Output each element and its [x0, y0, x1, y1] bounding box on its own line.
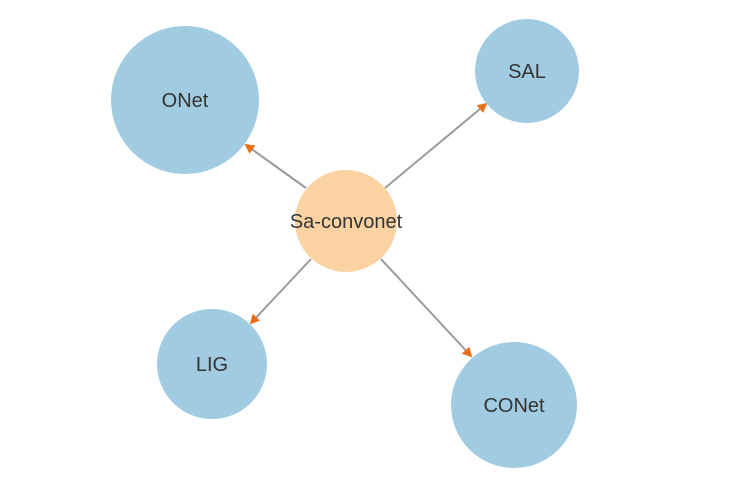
- node-onet-label: ONet: [162, 90, 209, 112]
- node-conet-label: CONet: [483, 395, 545, 417]
- node-sal-label: SAL: [508, 61, 546, 83]
- node-center-circle: [295, 170, 397, 272]
- node-lig-label: LIG: [196, 354, 228, 376]
- node-sal[interactable]: SAL: [475, 19, 579, 123]
- node-conet-circle: [451, 342, 577, 468]
- node-center[interactable]: Sa-convonet: [290, 170, 403, 272]
- node-center-label: Sa-convonet: [290, 211, 403, 233]
- node-lig[interactable]: LIG: [157, 309, 267, 419]
- node-lig-circle: [157, 309, 267, 419]
- node-onet-circle: [111, 26, 259, 174]
- edge-to-conet: [380, 258, 473, 358]
- edge-to-sal: [384, 102, 488, 189]
- node-sal-circle: [475, 19, 579, 123]
- node-onet[interactable]: ONet: [111, 26, 259, 174]
- edges-group: [244, 102, 488, 358]
- node-conet[interactable]: CONet: [451, 342, 577, 468]
- edge-to-lig: [249, 258, 312, 325]
- edge-to-onet: [244, 143, 307, 189]
